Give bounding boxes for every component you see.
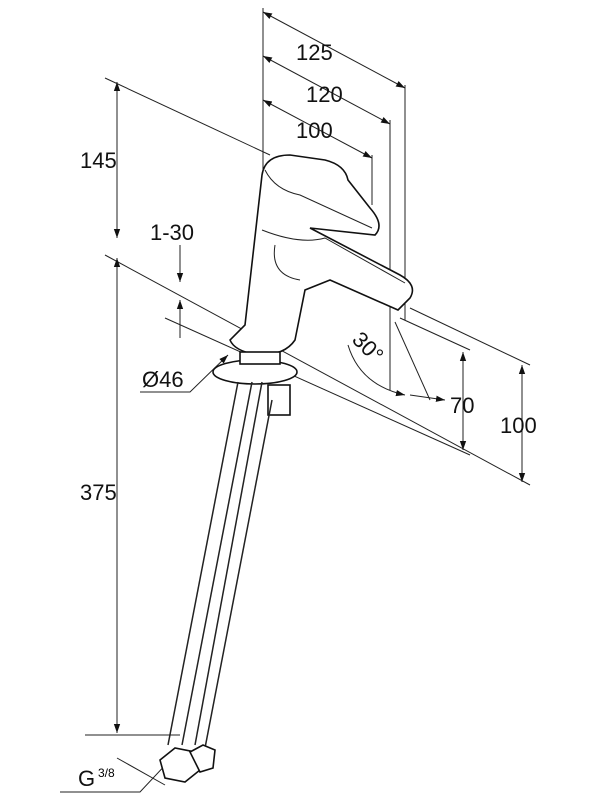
dim-100-height: 100	[500, 413, 537, 438]
dim-thread: G	[78, 766, 95, 791]
dim-thread-fraction: 3/8	[98, 766, 115, 780]
dim-diameter: Ø46	[142, 367, 184, 392]
dim-70: 70	[450, 393, 474, 418]
dim-120: 120	[306, 82, 343, 107]
dim-145: 145	[80, 148, 117, 173]
dim-100-width: 100	[296, 118, 333, 143]
dim-angle: 30°	[347, 327, 388, 368]
extension-lines	[85, 8, 531, 786]
dim-125: 125	[296, 40, 333, 65]
dimension-lines	[60, 11, 526, 793]
faucet-body	[212, 154, 414, 416]
supply-hoses	[159, 381, 273, 783]
dim-deck-thickness: 1-30	[150, 220, 194, 245]
dim-375: 375	[80, 480, 117, 505]
